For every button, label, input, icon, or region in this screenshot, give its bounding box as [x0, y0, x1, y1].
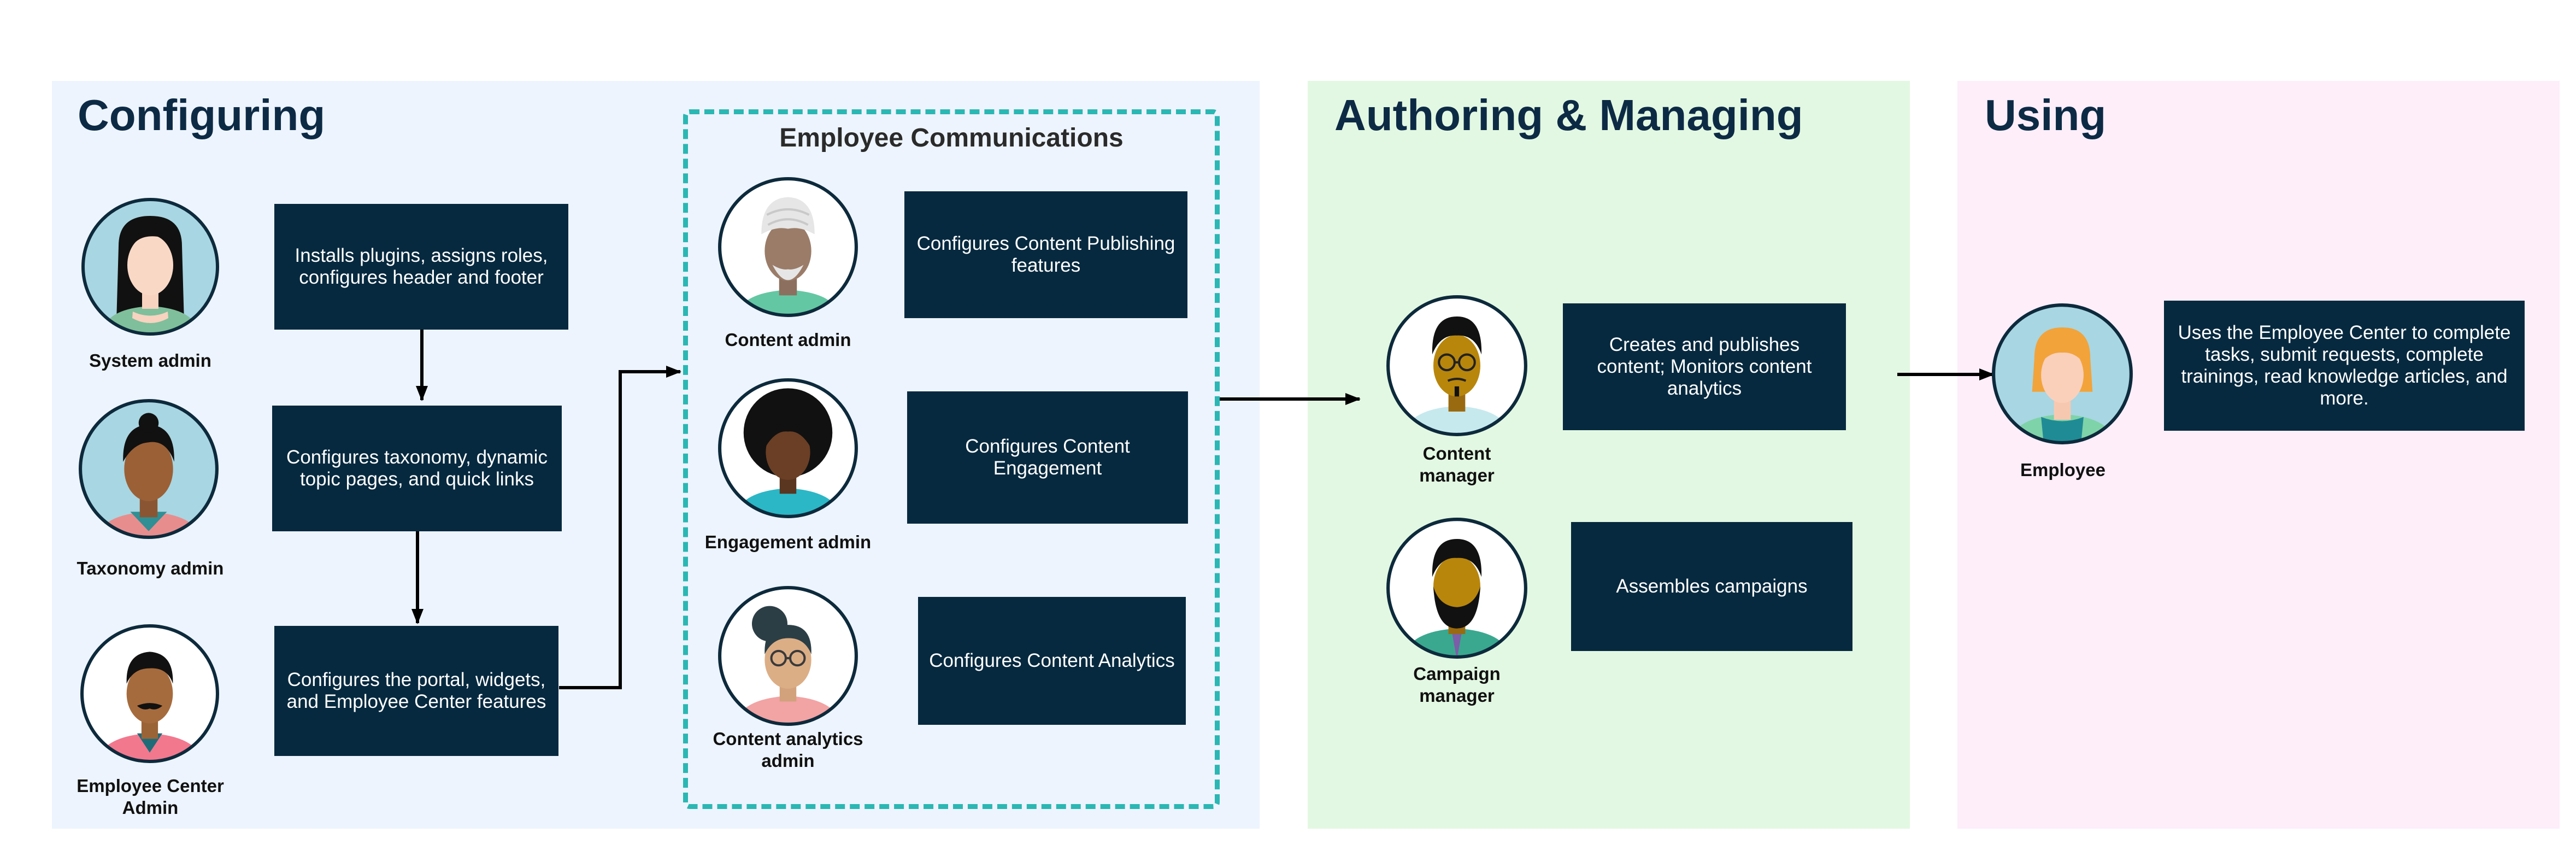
content-admin-label: Content admin	[725, 330, 851, 350]
system-admin-avatar	[81, 198, 219, 336]
taxonomy-admin-avatar	[79, 399, 219, 539]
system-admin-label: System admin	[89, 350, 211, 371]
using-panel	[1957, 81, 2560, 829]
ec-admin-label: Employee Center Admin	[77, 776, 224, 818]
engagement-admin-task: Configures Content Engagement	[907, 391, 1188, 524]
content-admin-avatar	[718, 177, 858, 317]
campaign-manager-avatar	[1386, 518, 1527, 659]
employee-task: Uses the Employee Center to complete tas…	[2164, 301, 2525, 431]
content-admin-task: Configures Content Publishing features	[904, 191, 1187, 318]
configuring-title: Configuring	[78, 91, 326, 139]
authoring-title: Authoring & Managing	[1334, 91, 1803, 139]
campaign-manager-label: Campaign manager	[1413, 664, 1501, 706]
content-manager-label: Content manager	[1419, 443, 1495, 485]
analytics-admin-label: Content analytics admin	[713, 729, 863, 771]
using-title: Using	[1985, 91, 2107, 139]
taxonomy-admin-label: Taxonomy admin	[77, 558, 224, 578]
content-manager-avatar	[1386, 295, 1527, 436]
employee-avatar	[1992, 303, 2133, 444]
ec-admin-task: Configures the portal, widgets, and Empl…	[274, 626, 558, 756]
engagement-admin-label: Engagement admin	[704, 532, 872, 552]
employee-label: Employee	[2020, 460, 2106, 480]
system-admin-task: Installs plugins, assigns roles, configu…	[274, 204, 568, 330]
analytics-admin-task: Configures Content Analytics	[918, 597, 1186, 725]
authoring-panel	[1308, 81, 1910, 829]
content-manager-task: Creates and publishes content; Monitors …	[1563, 303, 1846, 430]
campaign-manager-task: Assembles campaigns	[1571, 522, 1852, 651]
analytics-admin-avatar	[718, 586, 858, 726]
employee-communications-group	[683, 109, 1220, 809]
taxonomy-admin-task: Configures taxonomy, dynamic topic pages…	[272, 406, 562, 531]
arrow-ec-admin-to-communications	[559, 366, 681, 689]
ec-admin-avatar	[80, 624, 219, 763]
employee-communications-title: Employee Communications	[779, 124, 1124, 153]
engagement-admin-avatar	[718, 378, 858, 518]
